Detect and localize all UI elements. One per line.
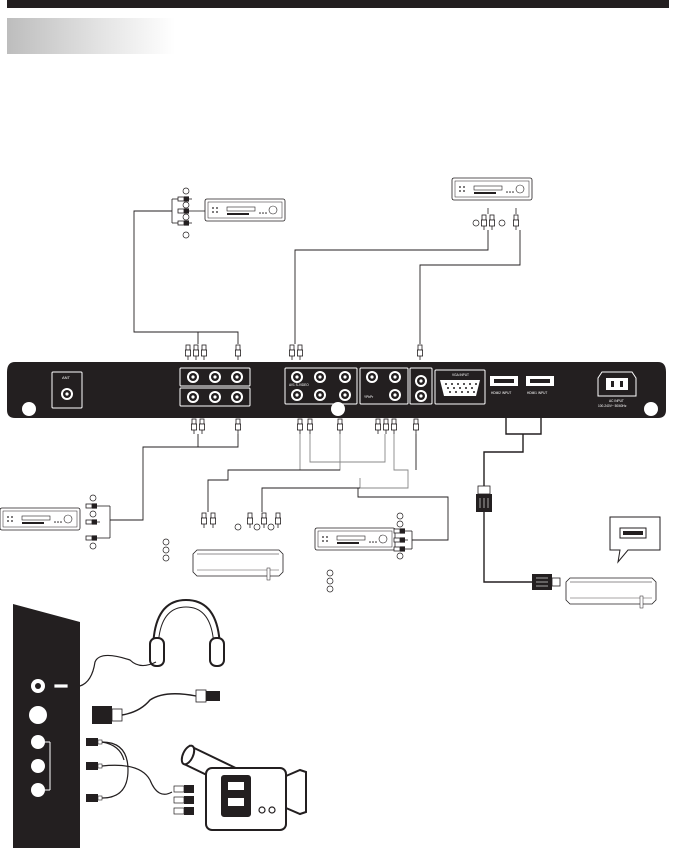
side-audio-l-jack[interactable]: [31, 759, 45, 773]
av-jack-6[interactable]: [339, 389, 351, 401]
svideo-side-jack[interactable]: [29, 706, 47, 724]
hdmi-port-2[interactable]: [490, 376, 518, 386]
side-audio-r-jack[interactable]: [31, 783, 45, 797]
component-jack-pr[interactable]: [231, 371, 243, 383]
svideo-jack[interactable]: [415, 375, 427, 387]
rca-plug-icon: [85, 494, 111, 550]
dvd-player-icon: [204, 198, 286, 222]
ant-label: ANT: [62, 375, 71, 380]
av-out-jack-l[interactable]: [209, 391, 221, 403]
camcorder-icon: [180, 744, 307, 831]
svideo-cable-icon: [92, 689, 220, 724]
vga-input-label: VGA INPUT: [452, 373, 469, 377]
headphones-icon: [79, 598, 225, 687]
rca-plug-icon: [326, 512, 413, 593]
dvd-player-icon: [314, 527, 396, 551]
rca-plug-icon: [472, 208, 519, 231]
set-top-box-icon: [565, 577, 657, 609]
pc-audio-jack-2[interactable]: [415, 390, 427, 402]
top-rule: [7, 0, 669, 8]
hdmi-port-1[interactable]: [526, 376, 554, 386]
section-heading-tab: [7, 18, 175, 54]
vcr-icon: [451, 177, 533, 201]
audio-jack-l[interactable]: [389, 371, 401, 383]
pc-audio-jack[interactable]: [389, 389, 401, 401]
av-jack-4[interactable]: [291, 389, 303, 401]
cable-lines-top: [133, 210, 521, 344]
av-out-jack-r[interactable]: [231, 391, 243, 403]
vga-port[interactable]: [440, 380, 480, 396]
hdmi-input-1-label: HDMI1 INPUT: [527, 391, 547, 395]
ac-input-label: AC INPUT: [609, 399, 624, 403]
rca-plug-icon: [184, 344, 424, 361]
hdmi-input-2-label: HDMI2 INPUT: [491, 391, 511, 395]
rca-plug-icon: [171, 187, 205, 239]
av-jack-2[interactable]: [314, 371, 326, 383]
dvd-player-icon: [0, 507, 81, 531]
side-video-jack[interactable]: [31, 735, 45, 749]
ac-input-socket[interactable]: [597, 371, 637, 397]
av-out-jack-video[interactable]: [187, 391, 199, 403]
component-jack-pb[interactable]: [209, 371, 221, 383]
av-input-label: AV1 S-VIDEO: [289, 383, 309, 387]
headphone-jack[interactable]: [31, 679, 45, 693]
component-jack-y[interactable]: [187, 371, 199, 383]
av-jack-3[interactable]: [339, 371, 351, 383]
cable-lines-bottom: [110, 418, 542, 583]
hdmi-port-icon: [609, 516, 661, 564]
set-top-box-icon: [192, 549, 284, 581]
hdmi-cable-icon: [476, 485, 561, 590]
antenna-jack[interactable]: [61, 388, 73, 400]
rca-plug-icon: [190, 418, 420, 435]
headphone-plug-icon: [53, 683, 80, 689]
ypbpr-label: YPbPr: [364, 395, 374, 399]
rca-plug-icon: [162, 512, 282, 562]
ac-rating-label: 100-240V~ 50/60Hz: [598, 404, 627, 408]
tv-side-panel: [13, 604, 80, 848]
av-jack-5[interactable]: [314, 389, 326, 401]
av-jack-1[interactable]: [291, 371, 303, 383]
tv-rear-panel: ANT AV1 S-VIDEO YPbPr VGA INPUT: [7, 362, 666, 418]
audio-jack-r[interactable]: [366, 371, 378, 383]
rca-cable-icon: [86, 738, 194, 815]
